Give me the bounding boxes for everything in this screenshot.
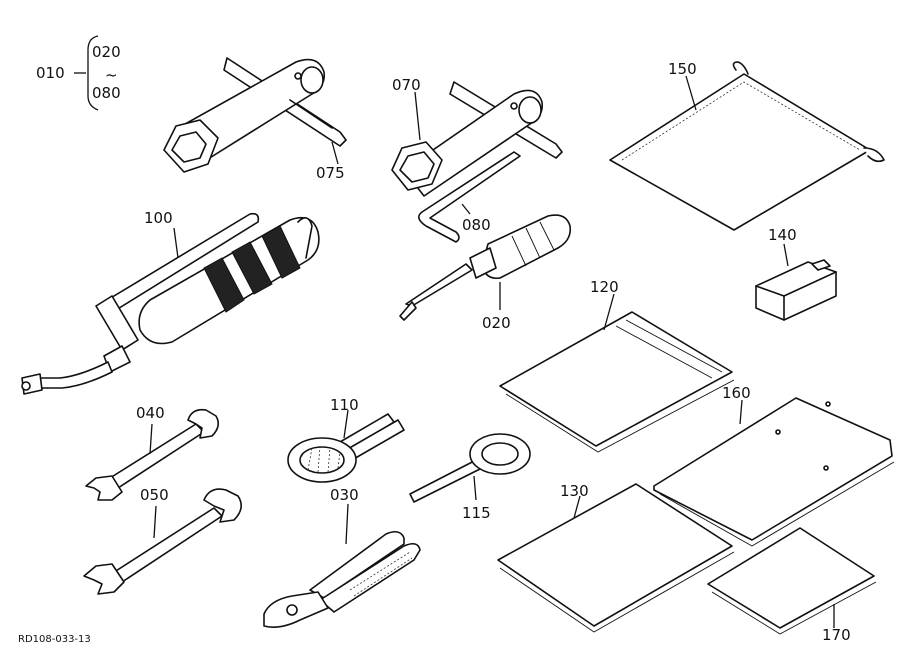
part-label-040: 040 xyxy=(136,404,165,422)
part-label-075: 075 xyxy=(316,164,345,182)
part-070-box-wrench: 070 xyxy=(391,76,563,197)
group-range-tilde: ~ xyxy=(105,66,118,84)
part-110-ring-spanner: 110 xyxy=(287,396,405,483)
part-075-box-wrench: 075 xyxy=(163,57,347,182)
group-bracket-010: 010 020 ~ 080 xyxy=(36,35,121,111)
part-label-115: 115 xyxy=(462,504,491,522)
part-label-020: 020 xyxy=(482,314,511,332)
part-label-170: 170 xyxy=(822,626,851,644)
part-label-110: 110 xyxy=(330,396,359,414)
part-170-card: 170 xyxy=(707,527,877,644)
reference-code: RD108-033-13 xyxy=(18,634,91,645)
group-range-end: 080 xyxy=(92,84,121,102)
part-150-tool-bag: 150 xyxy=(609,60,885,231)
part-label-150: 150 xyxy=(668,60,697,78)
part-040-wrench: 040 xyxy=(85,404,220,501)
part-label-130: 130 xyxy=(560,482,589,500)
part-030-pliers: 030 xyxy=(263,486,421,628)
group-label-010: 010 xyxy=(36,64,65,82)
part-020-screwdriver: 020 xyxy=(399,214,572,332)
part-label-080: 080 xyxy=(462,216,491,234)
part-label-050: 050 xyxy=(140,486,169,504)
part-label-100: 100 xyxy=(144,209,173,227)
part-100-grease-gun: 100 xyxy=(21,209,320,395)
part-115-ring-spanner: 115 xyxy=(409,433,531,522)
part-050-wrench: 050 xyxy=(83,486,242,595)
part-130-booklet: 130 xyxy=(497,482,735,633)
part-080-allen-key: 080 xyxy=(418,151,521,243)
part-label-160: 160 xyxy=(722,384,751,402)
part-label-030: 030 xyxy=(330,486,359,504)
part-140-box: 140 xyxy=(755,226,837,321)
group-bracket-line xyxy=(87,35,99,111)
part-label-070: 070 xyxy=(392,76,421,94)
group-range-start: 020 xyxy=(92,43,121,61)
part-label-120: 120 xyxy=(590,278,619,296)
part-160-plate: 160 xyxy=(653,384,895,547)
part-label-140: 140 xyxy=(768,226,797,244)
part-120-manual: 120 xyxy=(499,278,735,453)
